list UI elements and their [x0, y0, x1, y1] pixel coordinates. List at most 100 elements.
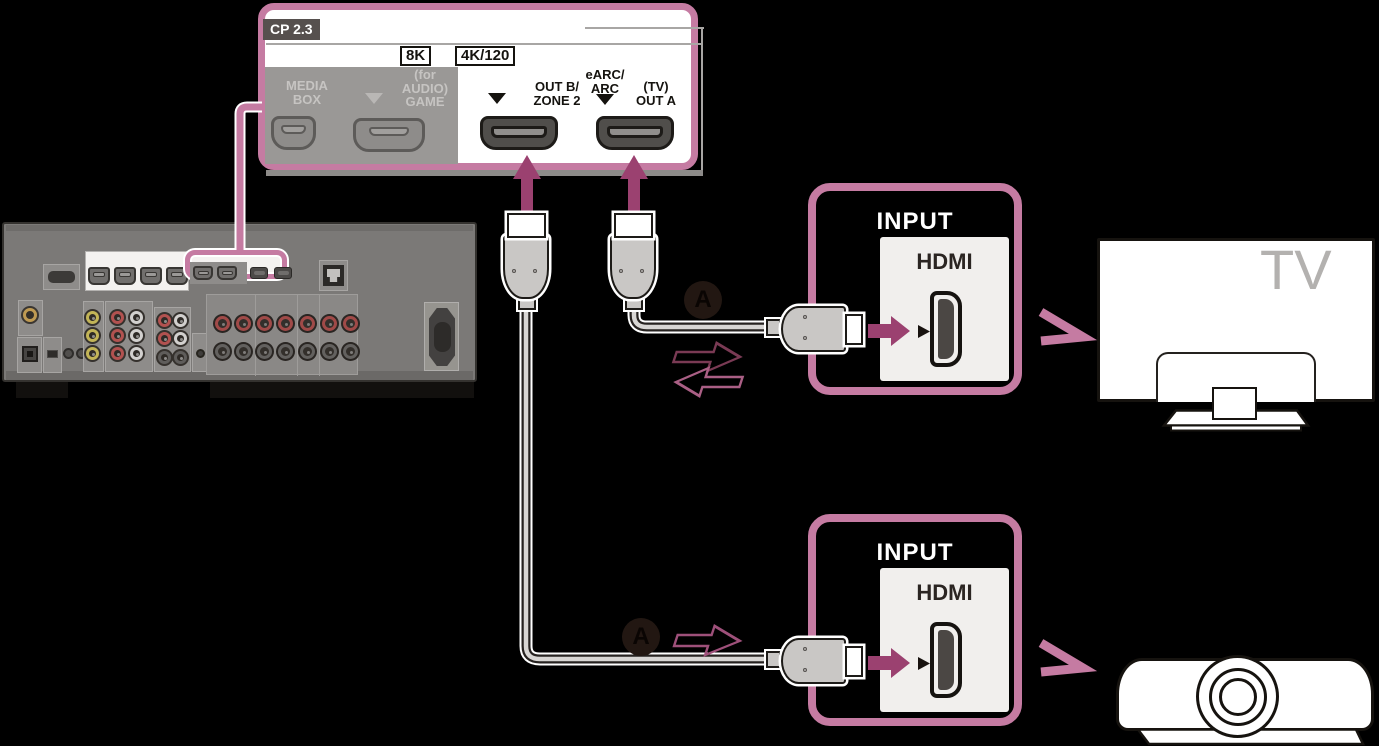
- badge-8k: 8K: [400, 46, 432, 66]
- hdmi-plug-tip: [507, 213, 546, 238]
- hdmi-cable-tv: [627, 305, 770, 334]
- speaker-terminal-panel: [206, 294, 358, 376]
- input-label: INPUT: [876, 208, 954, 235]
- rca-jack: [174, 351, 187, 364]
- rca-jack: [111, 347, 124, 360]
- dsub-connector: [48, 271, 75, 283]
- speaker-terminal: [236, 316, 251, 331]
- speaker-terminal: [300, 316, 315, 331]
- rca-jack: [158, 351, 171, 364]
- audio-jack-cluster: [154, 307, 191, 372]
- hdmi-out-port: [217, 266, 237, 280]
- rca-jack: [158, 314, 171, 327]
- hdmi-label: HDMI: [916, 580, 973, 605]
- input-label: INPUT: [876, 539, 954, 566]
- optical-jack: [22, 346, 38, 362]
- tv-stand-neck: [1212, 387, 1257, 420]
- hdmi-out-port: [274, 267, 292, 279]
- badge-4k120: 4K/120: [455, 46, 516, 66]
- hdmi-plug-neck: [766, 651, 781, 668]
- speaker-terminal: [257, 316, 272, 331]
- hdmi-plug-tip: [845, 314, 863, 345]
- speaker-terminal: [322, 344, 337, 359]
- chassis-edge-top-right: [585, 27, 704, 29]
- hdmi-plug-neck: [766, 319, 781, 336]
- out-b-zone2-label: OUT B/ZONE 2: [533, 79, 581, 108]
- hdmi-cable-projector: [519, 305, 770, 666]
- signal-arrow-right: [671, 340, 743, 374]
- mini-port: [47, 350, 58, 358]
- speaker-terminal: [300, 344, 315, 359]
- rca-jack: [130, 347, 143, 360]
- speaker-terminal: [322, 316, 337, 331]
- signal-arrow-left: [673, 365, 745, 399]
- sub-jack: [196, 349, 205, 358]
- arrow-up-out-b: [513, 155, 541, 213]
- triangle-icon: [488, 93, 506, 104]
- video-jack-column: [83, 301, 104, 372]
- rca-jack: [130, 311, 143, 324]
- ethernet-port: [319, 260, 348, 291]
- arrow-into-tv-hdmi: [868, 316, 910, 346]
- audio-jack-columns: [105, 301, 153, 372]
- rca-jack: [86, 329, 99, 342]
- earc-arc-label: eARC/ARC: [585, 67, 625, 96]
- hdmi-plug-projector-end: [781, 638, 846, 684]
- hdmi-port-icon: [930, 291, 962, 367]
- rca-jack: [86, 347, 99, 360]
- triangle-icon: [596, 94, 614, 105]
- hdcp-badge: CP 2.3: [263, 19, 320, 40]
- hdmi-in-port: [88, 267, 110, 285]
- speaker-terminal: [215, 344, 230, 359]
- highlight-gray-area: [190, 262, 247, 284]
- rca-jack: [86, 311, 99, 324]
- rca-jack: [111, 329, 124, 342]
- projector-callout-pointer: [1038, 639, 1098, 677]
- coax-in-box: [18, 300, 43, 336]
- speaker-terminal: [236, 344, 251, 359]
- triangle-port-marker: [918, 657, 930, 670]
- rca-jack: [174, 314, 187, 327]
- hdmi-plug-tip: [845, 646, 863, 677]
- projector-lens-inner: [1219, 678, 1257, 716]
- tv-label: TV: [1260, 238, 1332, 301]
- speaker-terminal: [215, 316, 230, 331]
- tv-hdmi-panel: HDMI: [880, 237, 1009, 381]
- triangle-port-marker: [918, 325, 930, 338]
- hdmi-out-port: [193, 266, 213, 280]
- antenna-terminal: [63, 348, 74, 359]
- ethernet-jack: [323, 265, 344, 286]
- hdmi-label: HDMI: [916, 249, 973, 274]
- hdmi-out-a-port: [596, 116, 674, 150]
- projector-lens-mid: [1209, 668, 1267, 726]
- tv-out-a-label: (TV)OUT A: [636, 79, 676, 108]
- chassis-edge-right: [701, 27, 703, 175]
- cable-label-a-projector: A: [622, 618, 660, 656]
- hdmi-port-icon: [930, 622, 962, 698]
- projector-hdmi-panel: HDMI: [880, 568, 1009, 712]
- optical-in-box: [17, 337, 42, 373]
- signal-arrow-projector: [672, 623, 743, 657]
- aux-port-box: [43, 337, 62, 373]
- projector-foot: [1135, 728, 1365, 746]
- triangle-icon: [365, 93, 383, 104]
- hdmi-out-port: [250, 267, 268, 279]
- tv-callout-pointer: [1038, 308, 1098, 346]
- rca-jack: [174, 332, 187, 345]
- media-box-hdmi-port: [271, 116, 316, 150]
- hdmi-out-highlight: [185, 250, 292, 284]
- hdmi-in-port: [114, 267, 136, 285]
- rca-jack: [111, 311, 124, 324]
- speaker-terminal: [343, 344, 358, 359]
- hdmi-plug-out-a: [610, 235, 656, 299]
- ac-inlet-box: [424, 302, 459, 371]
- receiver-foot: [16, 382, 68, 398]
- receiver-foot: [210, 382, 474, 398]
- speaker-terminal: [343, 316, 358, 331]
- chassis-edge-middle: [266, 43, 703, 45]
- arrow-into-projector-hdmi: [868, 648, 910, 678]
